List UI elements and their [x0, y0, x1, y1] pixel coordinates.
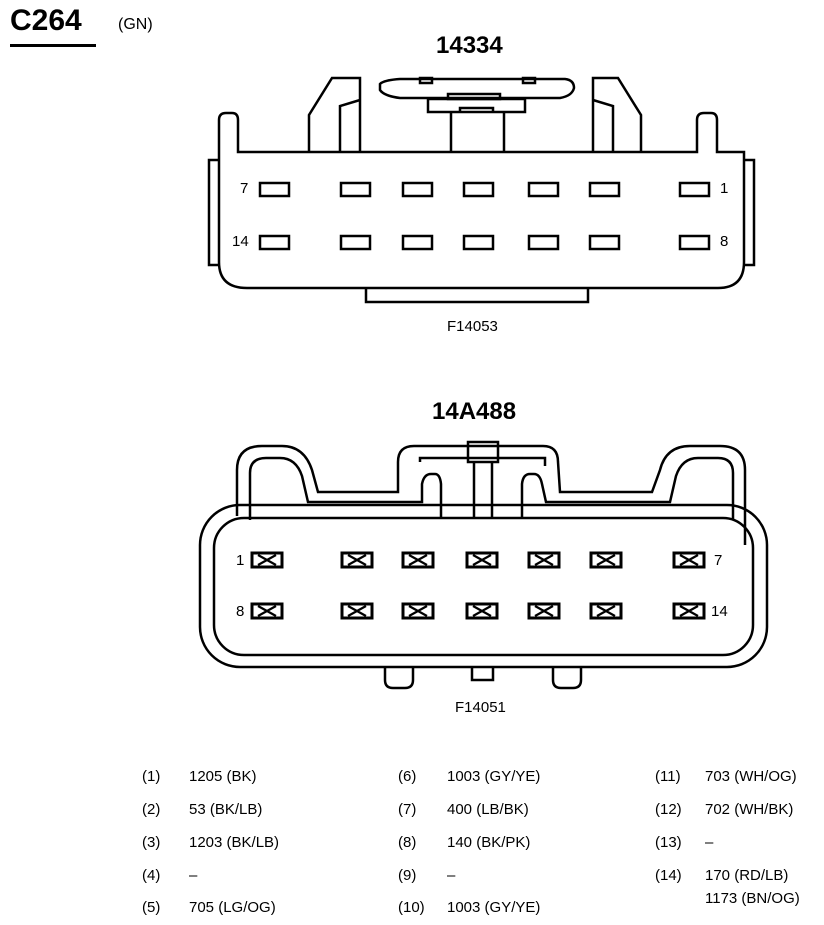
connector-1-drawing	[207, 76, 756, 304]
pin-number: (2)	[142, 801, 161, 818]
pin-circuit: –	[447, 867, 456, 884]
pin-number: (4)	[142, 867, 161, 884]
pin-circuit-secondary: 1173 (BN/OG)	[705, 890, 800, 907]
pin-number: (7)	[398, 801, 417, 818]
connector-2-pin-label-top-right: 7	[714, 552, 723, 569]
connector-1-pin-label-bottom-right: 8	[720, 233, 729, 250]
connector-2-pins	[250, 551, 706, 620]
pin-number: (8)	[398, 834, 417, 851]
pin-circuit: 1205 (BK)	[189, 768, 257, 785]
pin-number: (5)	[142, 899, 161, 916]
connector-1-pin-label-top-right: 1	[720, 180, 729, 197]
pin-number: (9)	[398, 867, 417, 884]
connector-1-part-number: 14334	[436, 32, 503, 59]
connector-2-pin-label-bottom-left: 8	[236, 603, 245, 620]
pin-number: (1)	[142, 768, 161, 785]
pin-circuit: 170 (RD/LB)	[705, 867, 789, 884]
pin-circuit: 1003 (GY/YE)	[447, 768, 541, 785]
pin-circuit: 1003 (GY/YE)	[447, 899, 541, 916]
pin-number: (3)	[142, 834, 161, 851]
pin-14-terminal	[672, 602, 706, 620]
pin-circuit: 705 (LG/OG)	[189, 899, 276, 916]
pin-1-terminal	[250, 551, 284, 569]
pin-circuit: 1203 (BK/LB)	[189, 834, 280, 851]
pin-9-terminal	[340, 602, 374, 620]
pin-4-terminal	[465, 551, 499, 569]
pin-number: (6)	[398, 768, 417, 785]
connector-1-pin-label-top-left: 7	[240, 180, 249, 197]
connector-2-part-number: 14A488	[432, 398, 517, 425]
connector-color-code: (GN)	[118, 16, 153, 33]
pin-2-terminal	[340, 551, 374, 569]
pin-3-terminal	[401, 551, 435, 569]
connector-2-drawing	[198, 440, 769, 690]
pin-number: (12)	[655, 801, 682, 818]
pin-6-terminal	[589, 551, 623, 569]
pin-11-terminal	[465, 602, 499, 620]
pin-circuit: –	[705, 834, 714, 851]
connector-1-figure-id: F14053	[447, 318, 498, 335]
connector-1-pin-label-bottom-left: 14	[232, 233, 249, 250]
pin-number: (10)	[398, 899, 425, 916]
pin-10-terminal	[401, 602, 435, 620]
pin-number: (13)	[655, 834, 682, 851]
connector-2-pin-label-bottom-right: 14	[711, 603, 728, 620]
pin-number: (14)	[655, 867, 682, 884]
pin-number: (11)	[655, 768, 681, 785]
pin-circuit: 400 (LB/BK)	[447, 801, 529, 818]
pin-5-terminal	[527, 551, 561, 569]
connector-id: C264	[10, 4, 82, 37]
pin-circuit: 140 (BK/PK)	[447, 834, 531, 851]
pin-13-terminal	[589, 602, 623, 620]
connector-2-figure-id: F14051	[455, 699, 506, 716]
pin-8-terminal	[250, 602, 284, 620]
connector-id-underline	[10, 44, 96, 47]
pin-circuit: –	[189, 867, 198, 884]
pin-circuit: 53 (BK/LB)	[189, 801, 263, 818]
pin-circuit: 702 (WH/BK)	[705, 801, 794, 818]
pin-7-terminal	[672, 551, 706, 569]
connector-2-pin-label-top-left: 1	[236, 552, 245, 569]
pin-12-terminal	[527, 602, 561, 620]
pin-circuit: 703 (WH/OG)	[705, 768, 797, 785]
